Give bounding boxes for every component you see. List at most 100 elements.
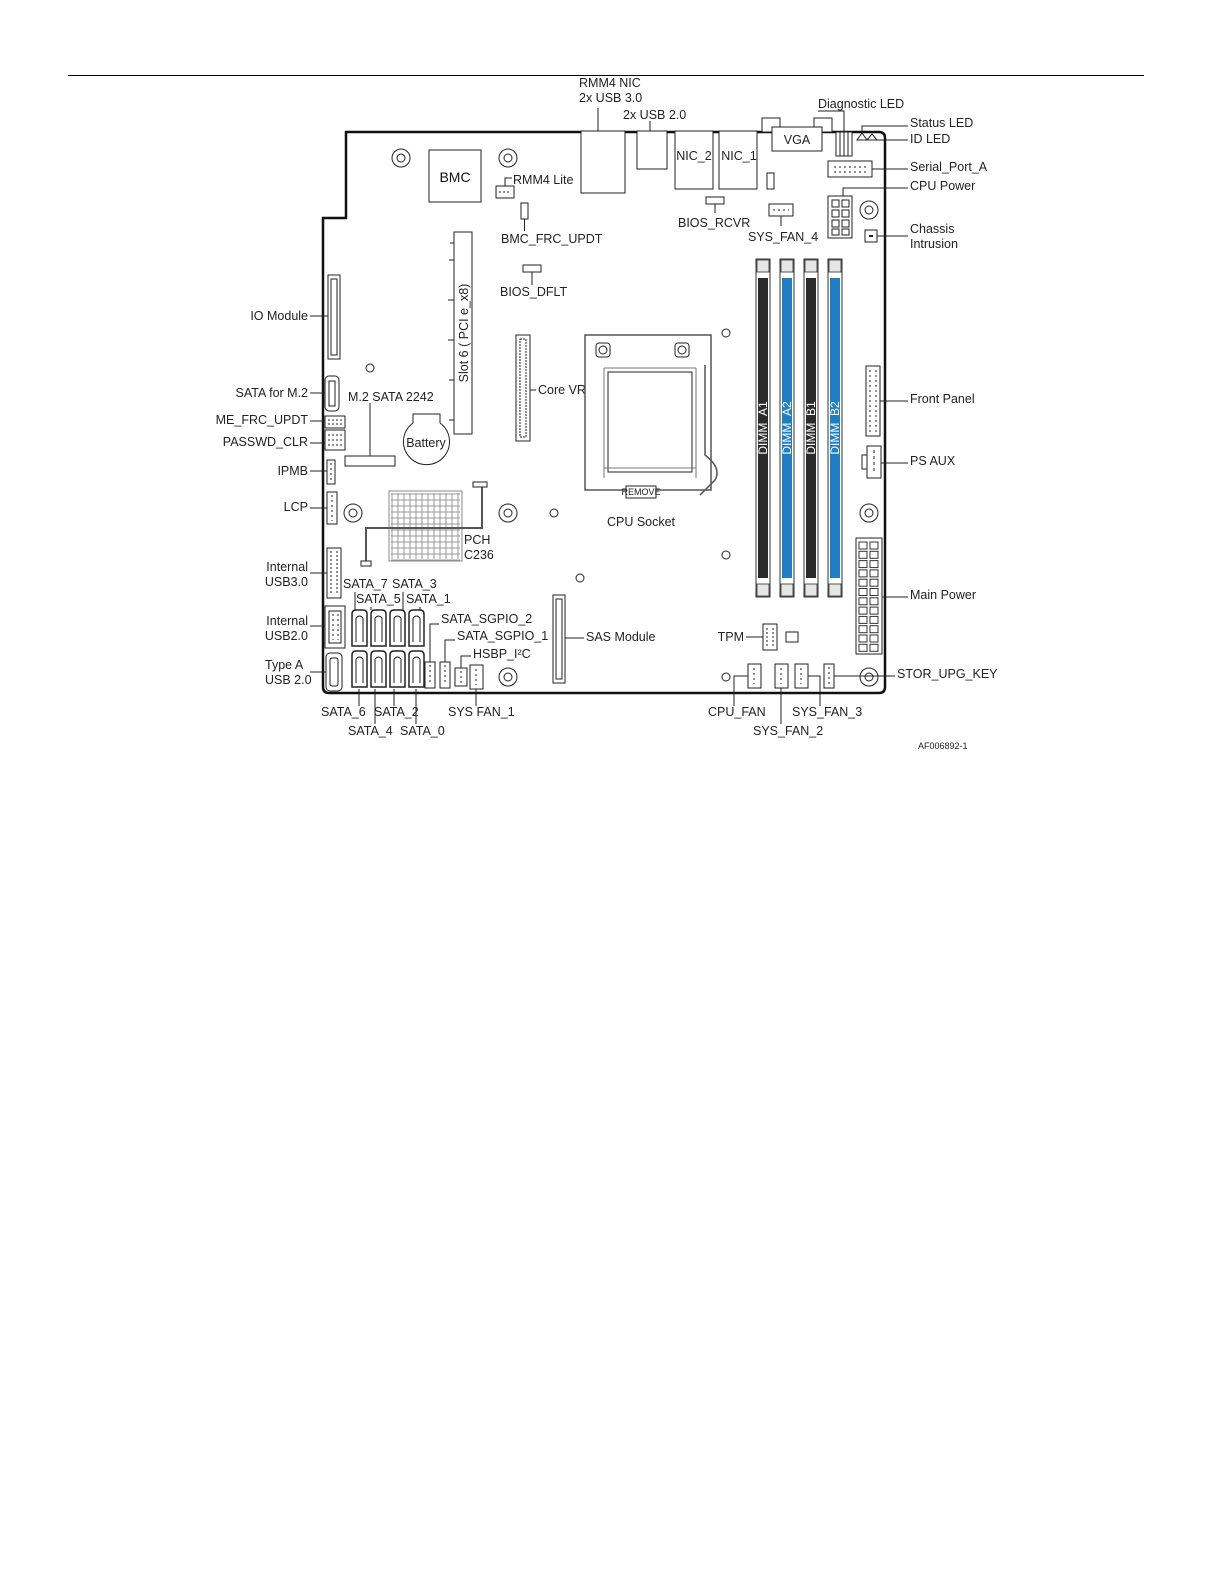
status-led: Status LED (856, 116, 973, 141)
sys-fan-4-label: SYS_FAN_4 (748, 230, 818, 244)
serial-port-a-label: Serial_Port_A (910, 160, 988, 174)
core-vr-label: Core VR (538, 383, 586, 397)
battery-label: Battery (406, 436, 446, 450)
sata-port (408, 609, 425, 647)
small-jumper (766, 172, 775, 190)
cpu-fan-label: CPU_FAN (708, 705, 766, 719)
core-vr: Core VR (515, 334, 586, 442)
sata-port (389, 609, 406, 647)
internal-usb20-connector: Internal USB2.0 (265, 605, 346, 649)
sata-port (351, 609, 368, 647)
front-panel-label: Front Panel (910, 392, 975, 406)
nic-2-label: NIC_2 (676, 149, 711, 163)
top-rule (68, 75, 1144, 76)
remove-label: REMOVE (621, 487, 660, 497)
sata-port (408, 650, 425, 688)
rmm4-nic-label: RMM4 NIC (579, 76, 641, 90)
sata-port (370, 650, 387, 688)
sata-4-label: SATA_4 (348, 724, 393, 738)
dimm-a1-slot: DIMM_A1 (755, 258, 771, 598)
id-led-label: ID LED (910, 132, 950, 146)
sata-2-label: SATA_2 (374, 705, 419, 719)
diagnostic-led-label: Diagnostic LED (818, 97, 904, 111)
serial-port-a-connector: Serial_Port_A (827, 160, 988, 178)
sata-port (351, 650, 368, 688)
bmc-frc-updt-jumper: BMC_FRC_UPDT (501, 202, 603, 246)
nic-1-label: NIC_1 (721, 149, 756, 163)
lcp-connector: LCP (284, 491, 338, 525)
battery: Battery (403, 413, 450, 466)
id-led: ID LED (865, 132, 950, 146)
type-a-label-1: Type A (265, 658, 304, 672)
main-power-label: Main Power (910, 588, 976, 602)
internal-usb20-label-2: USB2.0 (265, 629, 308, 643)
ps-aux-label: PS AUX (910, 454, 956, 468)
sata-sgpio-1-connector: SATA_SGPIO_1 (439, 629, 548, 689)
lcp-label: LCP (284, 500, 308, 514)
sas-module-connector: SAS Module (552, 594, 656, 684)
slot-6-pcie: Slot 6 ( PCI e_x8) (448, 231, 473, 435)
nic-2-port: NIC_2 (674, 130, 714, 190)
sata-for-m2-label: SATA for M.2 (236, 386, 309, 400)
diagnostic-led: Diagnostic LED (818, 97, 904, 157)
cpu-fan-connector: CPU_FAN (708, 663, 766, 719)
tpm-connector: TPM (718, 623, 799, 651)
bmc-label: BMC (439, 169, 470, 185)
m2-sata-slot: M.2 SATA 2242 (344, 390, 434, 467)
sata-sgpio-2-connector: SATA_SGPIO_2 (424, 612, 532, 689)
type-a-label-2: USB 2.0 (265, 673, 312, 687)
hsbp-i2c-connector: HSBP_I²C (454, 647, 531, 687)
sata-for-m2-connector: SATA for M.2 (236, 375, 340, 412)
sys-fan-2-label: SYS_FAN_2 (753, 724, 823, 738)
io-module-label: IO Module (250, 309, 308, 323)
internal-usb30-connector: Internal USB3.0 (265, 547, 342, 599)
internal-usb30-label-2: USB3.0 (265, 575, 308, 589)
dimm-b1-label: DIMM_B1 (804, 401, 818, 455)
stor-upg-key-label: STOR_UPG_KEY (897, 667, 998, 681)
dimm-a2-slot: DIMM_A2 (779, 258, 795, 598)
cpu-power-connector: CPU Power (827, 179, 975, 239)
sys-fan-1-connector: SYS FAN_1 (448, 664, 515, 719)
rmm4-lite-label: RMM4 Lite (513, 173, 573, 187)
cpu-power-label: CPU Power (910, 179, 975, 193)
ps-aux-connector: PS AUX (861, 445, 956, 479)
sata-5-label: SATA_5 (356, 592, 401, 606)
bios-rcvr-label: BIOS_RCVR (678, 216, 750, 230)
status-led-label: Status LED (910, 116, 973, 130)
rmm4-lite-connector: RMM4 Lite (495, 173, 573, 199)
vga-label: VGA (784, 133, 811, 147)
sata-6-label: SATA_6 (321, 705, 366, 719)
sata-3-label: SATA_3 (392, 577, 437, 591)
figure-id: AF006892-1 (918, 741, 968, 751)
pch-label-1: PCH (464, 533, 490, 547)
nic-1-port: NIC_1 (718, 130, 758, 190)
chassis-intrusion-label-2: Intrusion (910, 237, 958, 251)
me-frc-updt-jumper: ME_FRC_UPDT (216, 413, 346, 429)
sata-sgpio-1-label: SATA_SGPIO_1 (457, 629, 548, 643)
sys-fan-4-connector: SYS_FAN_4 (748, 203, 818, 244)
bios-dflt-label: BIOS_DFLT (500, 285, 568, 299)
mounting-holes (343, 148, 879, 687)
pch-heatsink: PCH C236 (360, 481, 494, 567)
sata-7-label: SATA_7 (343, 577, 388, 591)
pch-label-2: C236 (464, 548, 494, 562)
front-panel-connector: Front Panel (865, 365, 975, 437)
dimm-a1-label: DIMM_A1 (756, 401, 770, 455)
rmm4-nic-usb30-stack: RMM4 NIC 2x USB 3.0 (579, 76, 642, 194)
dimm-b1-slot: DIMM_B1 (803, 258, 819, 598)
ipmb-connector: IPMB (277, 459, 336, 485)
type-a-usb-connector: Type A USB 2.0 (265, 652, 343, 692)
hsbp-i2c-label: HSBP_I²C (473, 647, 531, 661)
passwd-clr-jumper: PASSWD_CLR (223, 429, 346, 451)
sata-port (370, 609, 387, 647)
main-power-connector: Main Power (855, 537, 976, 655)
sata-port (389, 650, 406, 688)
sys-fan-3-connector: SYS_FAN_3 (792, 663, 862, 719)
bios-dflt-jumper: BIOS_DFLT (500, 264, 568, 299)
dimm-a2-label: DIMM_A2 (780, 401, 794, 455)
sys-fan-2-connector: SYS_FAN_2 (753, 663, 823, 738)
cpu-socket-label: CPU Socket (607, 515, 676, 529)
sys-fan-3-label: SYS_FAN_3 (792, 705, 862, 719)
